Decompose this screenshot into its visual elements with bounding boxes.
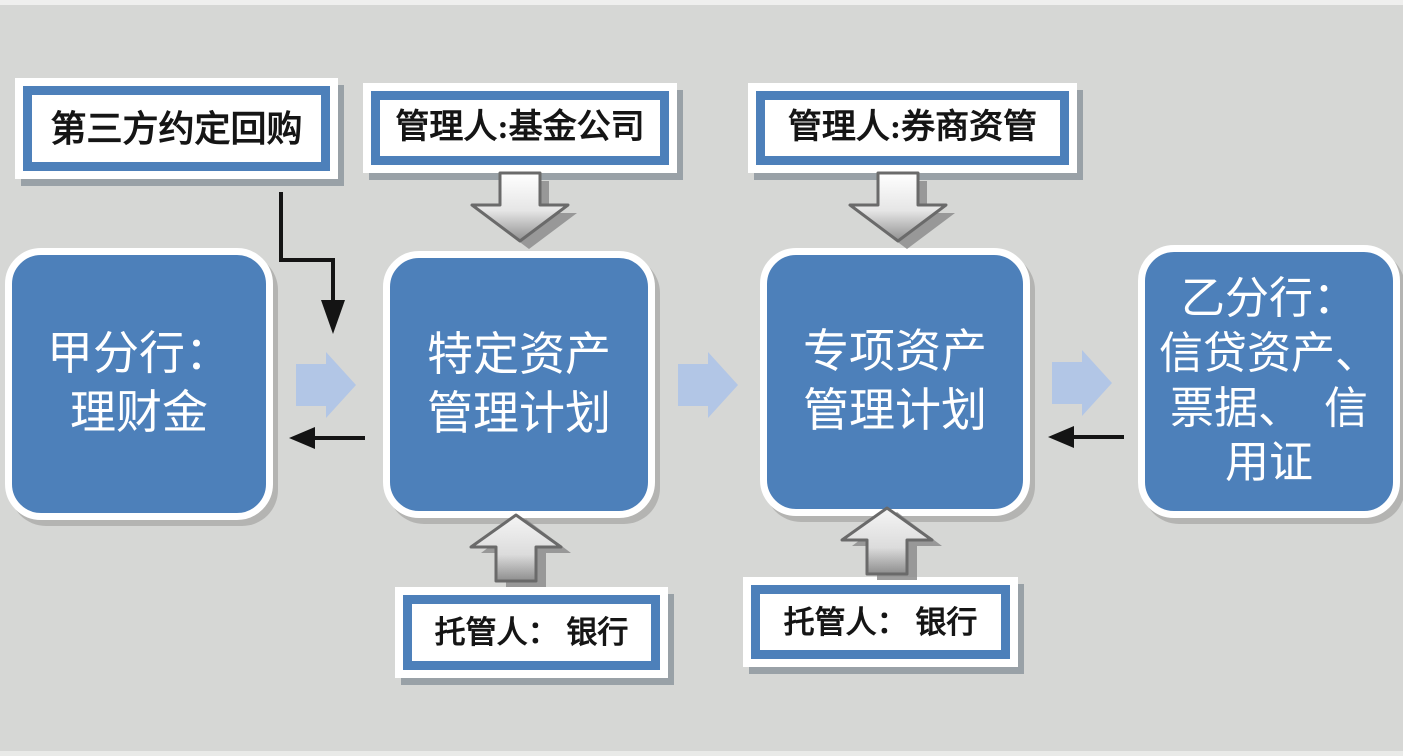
- label-text: 托管人： 银行: [434, 615, 629, 650]
- plaque-frame: 托管人： 银行: [403, 595, 660, 670]
- arrow-up-icon: [465, 513, 577, 591]
- arrow-up-icon: [836, 506, 948, 584]
- node-special-asset-plan: 专项资产 管理计划: [760, 248, 1030, 516]
- plaque-frame: 管理人:基金公司: [371, 91, 669, 165]
- node-branch-a: 甲分行： 理财金: [5, 248, 273, 520]
- plaque-frame: 第三方约定回购: [23, 86, 330, 171]
- arrow-down-icon: [840, 171, 958, 251]
- arrow-down-icon: [462, 171, 580, 251]
- node-specific-asset-plan: 特定资产 管理计划: [383, 251, 655, 518]
- node-line: 用证: [1225, 438, 1313, 488]
- flow-arrow-left-icon: [1046, 423, 1126, 451]
- flow-arrow-right-icon: [296, 352, 358, 418]
- label-custodian-bank-1: 托管人： 银行: [395, 587, 668, 678]
- plaque-frame: 托管人： 银行: [751, 585, 1010, 659]
- label-third-party-repurchase: 第三方约定回购: [15, 78, 338, 179]
- node-line: 信贷资产、: [1159, 328, 1379, 378]
- node-line: 特定资产: [427, 328, 611, 380]
- label-text: 第三方约定回购: [50, 108, 303, 149]
- flow-arrow-right-icon: [678, 352, 740, 418]
- label-text: 托管人： 银行: [783, 604, 978, 640]
- node-line: 乙分行：: [1181, 274, 1357, 324]
- elbow-arrow-icon: [265, 188, 355, 338]
- node-line: 票据、 信: [1170, 383, 1368, 433]
- flow-arrow-right-icon: [1052, 350, 1114, 416]
- label-manager-broker: 管理人:券商资管: [748, 83, 1077, 173]
- label-text: 管理人:基金公司: [395, 109, 645, 146]
- node-branch-b: 乙分行： 信贷资产、 票据、 信 用证: [1138, 245, 1400, 518]
- flow-arrow-left-icon: [287, 424, 367, 452]
- node-line: 甲分行：: [47, 328, 231, 380]
- node-line: 专项资产: [803, 326, 987, 378]
- node-line: 管理计划: [427, 387, 611, 439]
- top-edge-strip: [0, 0, 1403, 5]
- label-manager-fund-company: 管理人:基金公司: [363, 83, 677, 173]
- plaque-frame: 管理人:券商资管: [756, 91, 1069, 165]
- label-custodian-bank-2: 托管人： 银行: [743, 577, 1018, 667]
- label-text: 管理人:券商资管: [787, 109, 1038, 146]
- node-line: 管理计划: [803, 385, 987, 436]
- bottom-edge-strip: [0, 751, 1403, 756]
- node-line: 理财金: [70, 387, 208, 438]
